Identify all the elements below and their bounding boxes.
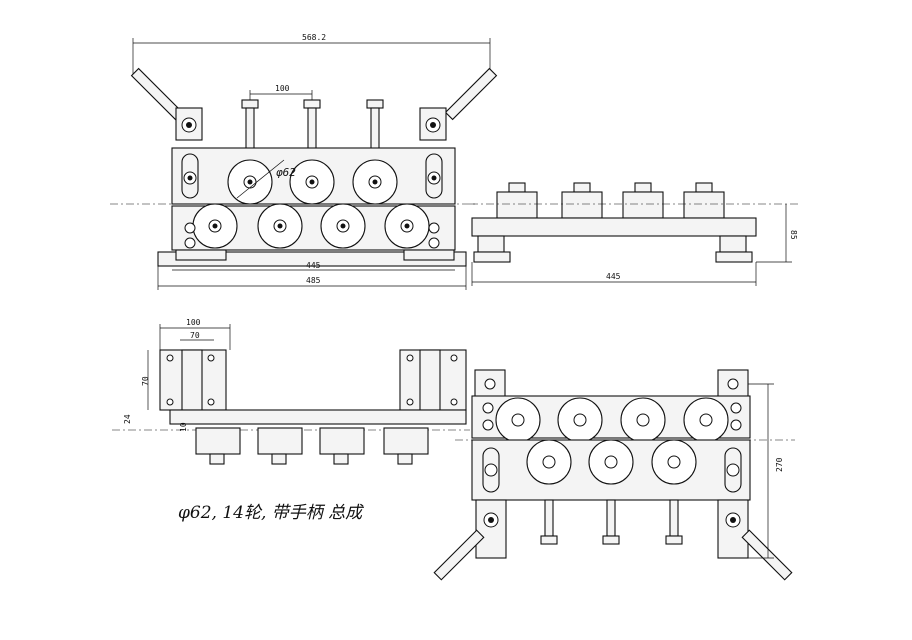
bottom-upper-rollers [495, 397, 729, 443]
dim-roller-pitch: 100 [275, 84, 290, 93]
dim-overall-width: 568.2 [302, 33, 326, 42]
side-view: 85 445 [470, 182, 800, 286]
dim-base-inner: 445 [306, 261, 321, 270]
dim-side-height: 85 [789, 230, 798, 240]
dim-side-width: 445 [606, 272, 621, 281]
front-view: 568.2 100 φ62 [110, 33, 498, 290]
dim-plan-height: 70 [141, 376, 150, 386]
upper-rollers [227, 159, 398, 205]
dim-base-outer: 485 [306, 276, 321, 285]
dim-plan-thickness: 24 [123, 414, 132, 424]
adjust-screws [241, 99, 384, 151]
lower-rollers [192, 203, 430, 249]
side-rollers [496, 182, 725, 219]
dim-plan-inner: 70 [190, 331, 200, 340]
bottom-lower-rollers [526, 439, 697, 485]
dim-plan-small: 10 [179, 422, 188, 432]
plan-rollers [195, 427, 429, 465]
bottom-adjust-screws [540, 499, 683, 545]
dim-roller-diameter: φ62 [276, 166, 296, 179]
plan-view: 100 70 70 24 10 [112, 318, 470, 465]
dim-right-height: 270 [775, 457, 784, 472]
bottom-view: 270 [433, 369, 795, 581]
handwritten-note: φ62, 14轮, 带手柄 总成 [178, 503, 365, 523]
dim-plan-width: 100 [186, 318, 201, 327]
